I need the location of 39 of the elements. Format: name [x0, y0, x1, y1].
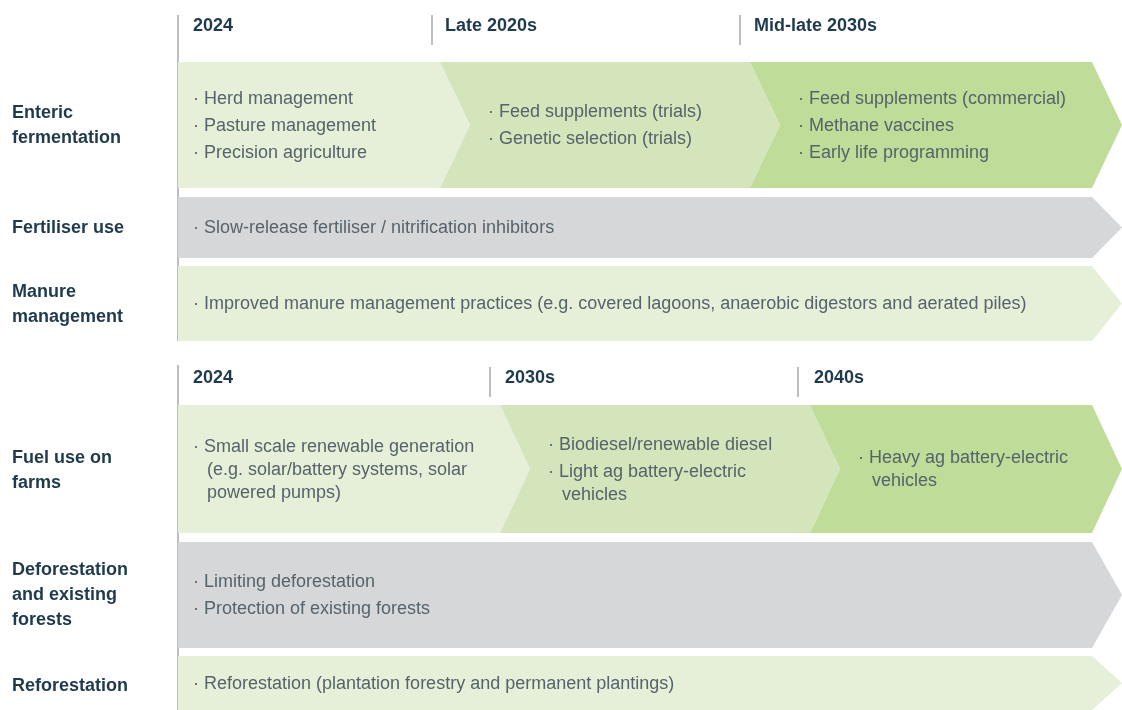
period-heading: 2024	[193, 367, 234, 388]
chevron-band	[440, 62, 780, 188]
chevron-band	[178, 656, 1122, 710]
row-label: Fertiliser use	[12, 216, 126, 239]
period-heading: Mid-late 2030s	[754, 15, 878, 36]
bullet-item: · Heavy ag battery-electric vehicles	[858, 446, 1070, 492]
bullet-item: · Light ag battery-electric vehicles	[548, 459, 748, 506]
period-heading: Late 2020s	[445, 15, 538, 36]
bullet-item: · Biodiesel/renewable diesel	[548, 432, 774, 456]
bullet-item: · Improved manure management practices (e.g. covered lagoons, anaerobic digestors and aerated piles)	[193, 292, 1028, 315]
period-heading: 2040s	[814, 367, 865, 388]
bullet-item: · Genetic selection (trials)	[488, 127, 694, 150]
row-label: Reforestation	[12, 674, 129, 697]
bullet-item: · Methane vaccines	[798, 113, 956, 137]
bullet-item: · Slow-release fertiliser / nitrification inhibitors	[193, 216, 556, 239]
chevron-band	[750, 62, 1122, 188]
chevron-band	[178, 266, 1122, 341]
row-label: Enteric fermentation	[12, 101, 122, 149]
row-label: Manure management	[12, 280, 125, 328]
chevron-band	[178, 62, 470, 188]
bullet-item: · Small scale renewable generation (e.g. solar/battery systems, solar powered pumps)	[193, 434, 476, 504]
chevron-band	[500, 405, 840, 533]
bullet-item: · Feed supplements (trials)	[488, 100, 704, 123]
row-label: Deforestation and existing forests	[12, 558, 129, 631]
bullet-item: · Feed supplements (commercial)	[798, 86, 1068, 110]
bullet-item: · Herd management	[193, 86, 355, 110]
chevron-band	[178, 542, 1122, 648]
bullet-item: · Precision agriculture	[193, 140, 369, 164]
row-label: Fuel use on farms	[12, 446, 113, 494]
bullet-item: · Reforestation (plantation forestry and permanent plantings)	[193, 671, 676, 695]
bullet-item: · Early life programming	[798, 140, 991, 164]
period-heading: 2024	[193, 15, 234, 36]
bullet-item: · Limiting deforestation	[193, 570, 377, 593]
chevron-band	[178, 405, 530, 533]
chevron-band	[810, 405, 1122, 533]
period-heading: 2030s	[505, 367, 556, 388]
chevron-band	[178, 197, 1122, 258]
bullet-item: · Protection of existing forests	[193, 597, 432, 620]
bullet-item: · Pasture management	[193, 113, 378, 137]
